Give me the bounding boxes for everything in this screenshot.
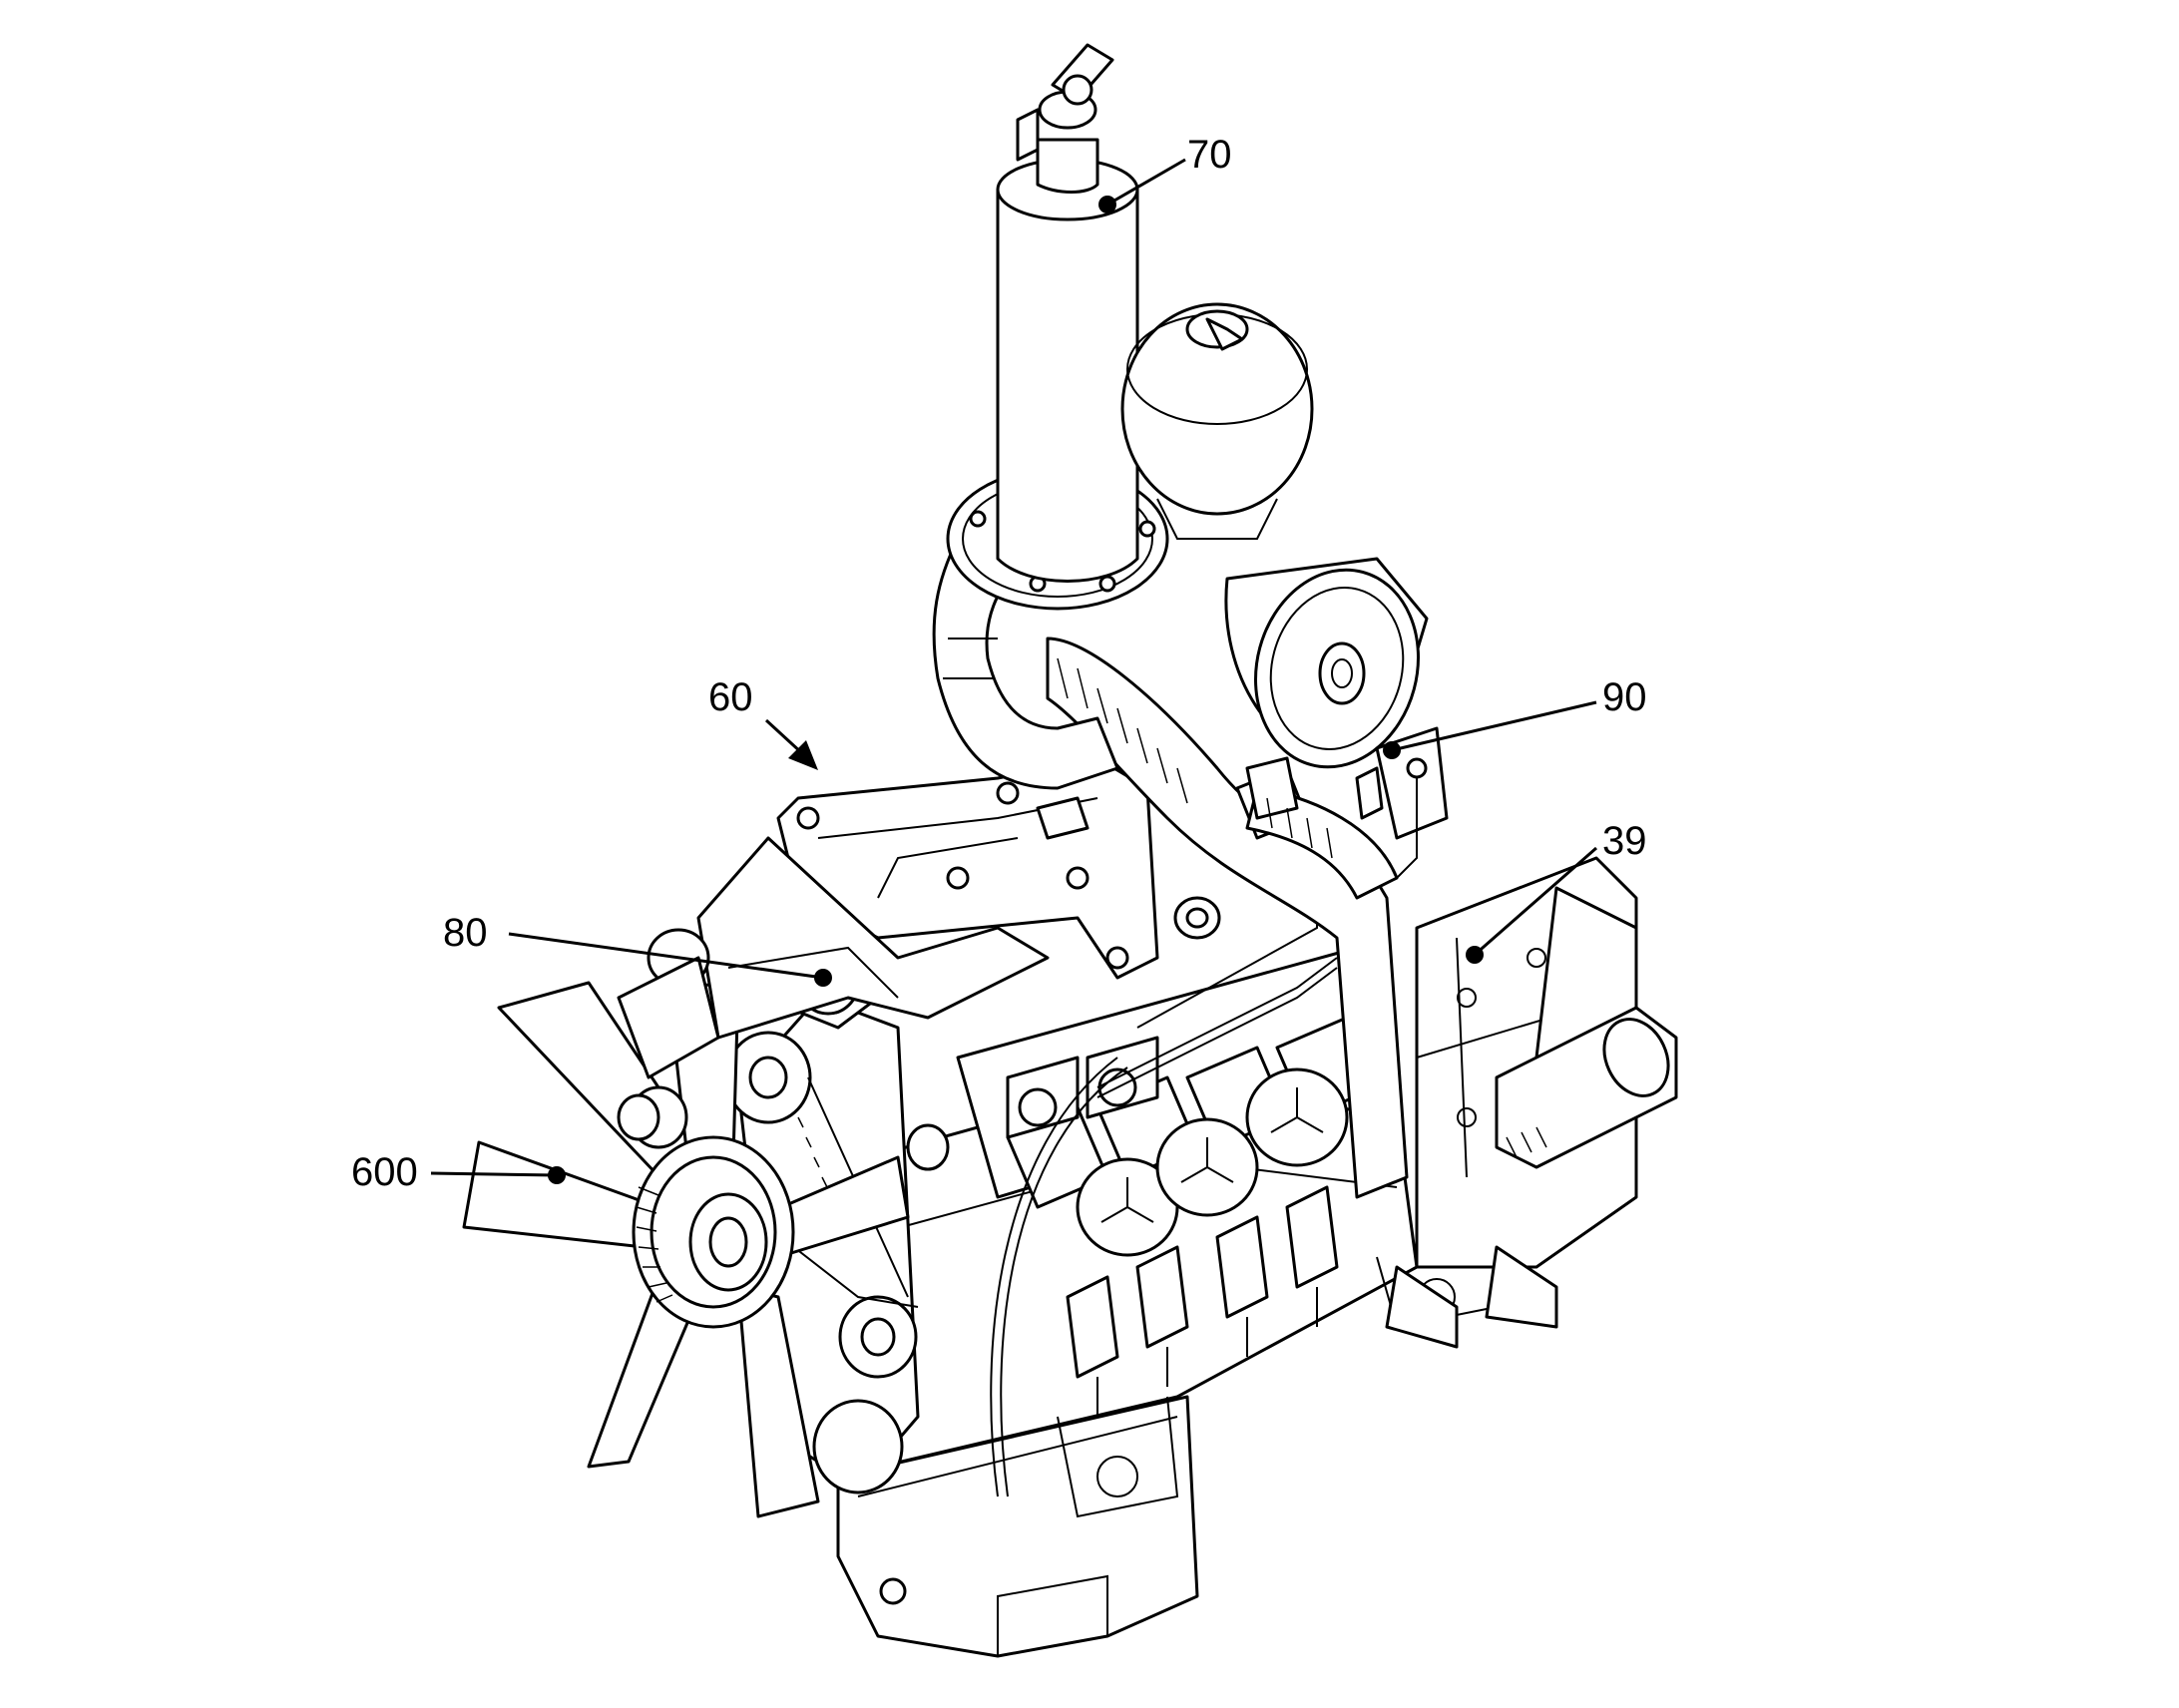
callout-39: 39	[1466, 819, 1647, 964]
engine-assembly	[462, 43, 1678, 1658]
callout-70-label: 70	[1187, 133, 1232, 177]
callout-80: 80	[443, 911, 832, 987]
air-cleaner-canister	[1224, 557, 1429, 769]
cooling-fan	[462, 981, 910, 1518]
idler-pulleys	[617, 866, 1221, 1171]
callout-60-arrowhead	[788, 740, 818, 770]
muffler	[996, 43, 1139, 583]
callout-39-label: 39	[1602, 819, 1647, 863]
callout-70: 70	[1098, 133, 1232, 214]
exhaust-pipe	[932, 537, 1119, 790]
callout-90: 90	[1383, 675, 1647, 759]
air-cleaner-dome	[1120, 302, 1314, 540]
callout-90-label: 90	[1602, 675, 1647, 719]
oil-filter	[1495, 1006, 1678, 1169]
callout-60: 60	[708, 675, 818, 770]
callout-60-label: 60	[708, 675, 753, 719]
callout-600: 600	[351, 1150, 566, 1194]
callout-80-label: 80	[443, 911, 488, 955]
callouts: 70 60 90 39 80 600	[351, 133, 1647, 1194]
valve-cover-left	[617, 836, 1050, 1149]
intake-hose	[1245, 756, 1399, 900]
callout-600-label: 600	[351, 1150, 418, 1194]
oil-pan	[836, 1395, 1199, 1658]
injectors	[1066, 1185, 1339, 1417]
